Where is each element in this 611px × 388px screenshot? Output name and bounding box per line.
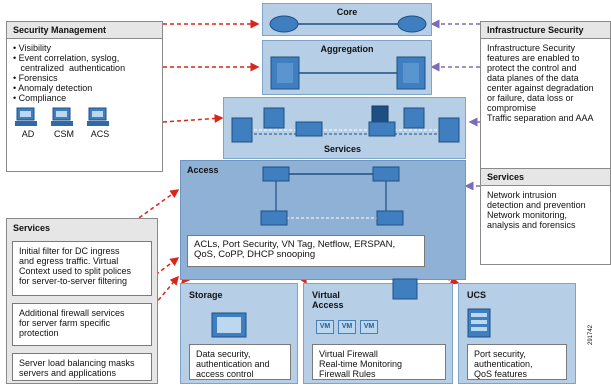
ucs-chassis-icon bbox=[467, 308, 491, 338]
security-management-panel: Security Management • Visibility • Event… bbox=[6, 21, 163, 172]
fabric-extender-icon bbox=[260, 210, 288, 226]
pc-icon bbox=[87, 107, 109, 126]
load-balancer-icon bbox=[368, 121, 396, 137]
security-item: • Compliance bbox=[13, 93, 67, 103]
security-item: • Event correlation, syslog, bbox=[13, 53, 120, 63]
firewall-icon bbox=[231, 117, 253, 143]
ucs-desc: Port security, authentication, QoS featu… bbox=[467, 344, 567, 380]
switch-icon bbox=[263, 107, 285, 129]
aggregation-layer: Aggregation bbox=[262, 40, 432, 95]
storage-title: Storage bbox=[189, 290, 223, 300]
storage-desc: Data security, authentication and access… bbox=[189, 344, 291, 380]
infrastructure-security-panel: Infrastructure Security Infrastructure S… bbox=[480, 21, 611, 172]
ad-workstation: AD bbox=[15, 107, 41, 139]
services-layer: Services bbox=[223, 97, 466, 159]
services-left-title: Services bbox=[13, 223, 51, 233]
infrastructure-security-title: Infrastructure Security bbox=[480, 21, 611, 39]
core-title: Core bbox=[336, 7, 358, 17]
aggregation-switches bbox=[270, 56, 426, 90]
pc-icon bbox=[51, 107, 73, 126]
access-features-box: ACLs, Port Security, VN Tag, Netflow, ER… bbox=[187, 235, 425, 267]
access-switches bbox=[260, 166, 404, 226]
access-title: Access bbox=[187, 165, 219, 175]
virtual-switch-icon bbox=[392, 278, 418, 300]
router-icon bbox=[269, 15, 299, 33]
ucs-title: UCS bbox=[467, 290, 487, 300]
ucs-panel: UCS Port security, authentication, QoS f… bbox=[458, 283, 576, 384]
virtual-access-title: Virtual Access bbox=[312, 290, 344, 310]
core-layer: Core bbox=[262, 3, 432, 36]
security-item: • Forensics bbox=[13, 73, 58, 83]
services-left-panel: Services Initial filter for DC ingress a… bbox=[6, 218, 158, 384]
firewall-icon bbox=[438, 117, 460, 143]
access-switch-icon bbox=[372, 166, 400, 182]
vm-icon: VM bbox=[360, 320, 378, 334]
aggregation-title: Aggregation bbox=[320, 44, 374, 54]
services-left-box-serverfarm: Additional firewall services for server … bbox=[12, 303, 152, 346]
ids-icon bbox=[371, 105, 389, 123]
figure-id: 291742 bbox=[588, 324, 594, 345]
access-layer: Access ACLs, Port Security, VN Tag, Netf… bbox=[180, 160, 466, 280]
services-devices bbox=[231, 105, 460, 143]
csm-workstation: CSM bbox=[51, 107, 77, 139]
services-left-box-firewall: Initial filter for DC ingress and egress… bbox=[12, 241, 152, 296]
security-item: • Anomaly detection bbox=[13, 83, 93, 93]
core-routers bbox=[269, 15, 427, 33]
security-item: • Visibility bbox=[13, 43, 51, 53]
virtual-access-panel: Virtual Access VM VM VM Virtual Firewall… bbox=[303, 278, 453, 384]
switch-icon bbox=[403, 107, 425, 129]
services-right-panel: Services Network intrusion detection and… bbox=[480, 168, 611, 265]
storage-panel: Storage Data security, authentication an… bbox=[180, 283, 298, 384]
security-item: centralized authentication bbox=[13, 63, 126, 73]
security-management-title: Security Management bbox=[6, 21, 163, 39]
switch-icon bbox=[270, 56, 300, 90]
access-switch-icon bbox=[262, 166, 290, 182]
vm-icon: VM bbox=[338, 320, 356, 334]
services-title: Services bbox=[324, 144, 362, 154]
pc-icon bbox=[15, 107, 37, 126]
vm-icon: VM bbox=[316, 320, 334, 334]
router-icon bbox=[397, 15, 427, 33]
load-balancer-icon bbox=[295, 121, 323, 137]
services-right-title: Services bbox=[480, 168, 611, 186]
acs-workstation: ACS bbox=[87, 107, 113, 139]
infra-security-arrows bbox=[430, 19, 480, 191]
services-left-box-loadbalancing: Server load balancing masks servers and … bbox=[12, 353, 152, 381]
storage-array-icon bbox=[211, 312, 247, 338]
fabric-extender-icon bbox=[376, 210, 404, 226]
virtual-access-desc: Virtual Firewall Real-time Monitoring Fi… bbox=[312, 344, 446, 380]
